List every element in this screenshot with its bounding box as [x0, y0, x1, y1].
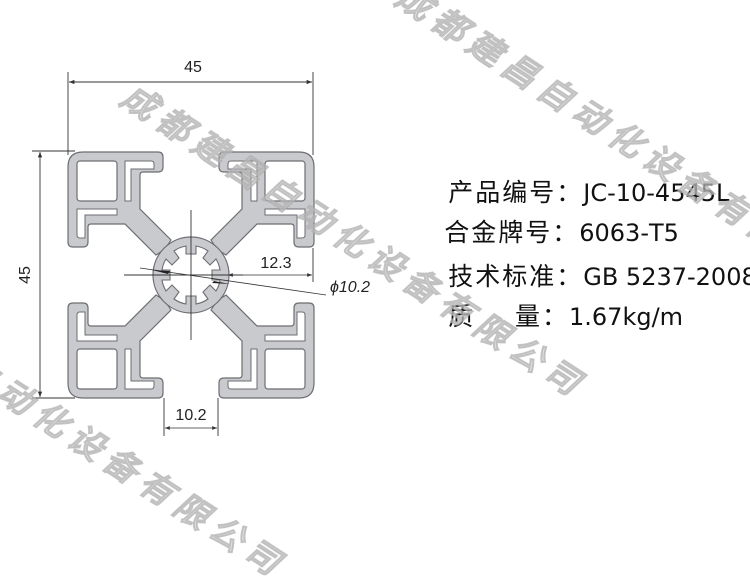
spec-label: 质 量：	[448, 302, 570, 331]
svg-text:ϕ10.2: ϕ10.2	[330, 279, 370, 296]
spec-value: JC-10-4545L	[583, 179, 730, 207]
spec-weight: 质 量：1.67kg/m	[388, 268, 683, 362]
spec-product-code: 产品编号：JC-10-4545L	[388, 144, 729, 238]
spec-value: 6063-T5	[579, 219, 679, 247]
dimension-slot-offset: 12.3	[228, 248, 314, 282]
profile-drawing: 45 45 12.3 ϕ10.2 10.2	[17, 59, 370, 436]
spec-standard: 技术标准：GB 5237-2008	[388, 228, 750, 322]
spec-value: 1.67kg/m	[569, 303, 684, 331]
spec-label: 技术标准：	[448, 262, 584, 291]
dimension-center-bore: ϕ10.2	[139, 267, 370, 296]
spec-label: 产品编号：	[448, 178, 584, 207]
svg-text:12.3: 12.3	[260, 255, 291, 272]
dimension-width: 45	[67, 59, 314, 155]
svg-text:10.2: 10.2	[175, 407, 206, 424]
dimension-height: 45	[17, 150, 75, 399]
spec-alloy: 合金牌号：6063-T5	[384, 184, 679, 278]
spec-value: GB 5237-2008	[583, 263, 750, 291]
svg-text:45: 45	[184, 59, 202, 76]
svg-text:45: 45	[17, 266, 34, 284]
spec-label: 合金牌号：	[444, 218, 580, 247]
dimension-slot-width: 10.2	[163, 398, 219, 436]
